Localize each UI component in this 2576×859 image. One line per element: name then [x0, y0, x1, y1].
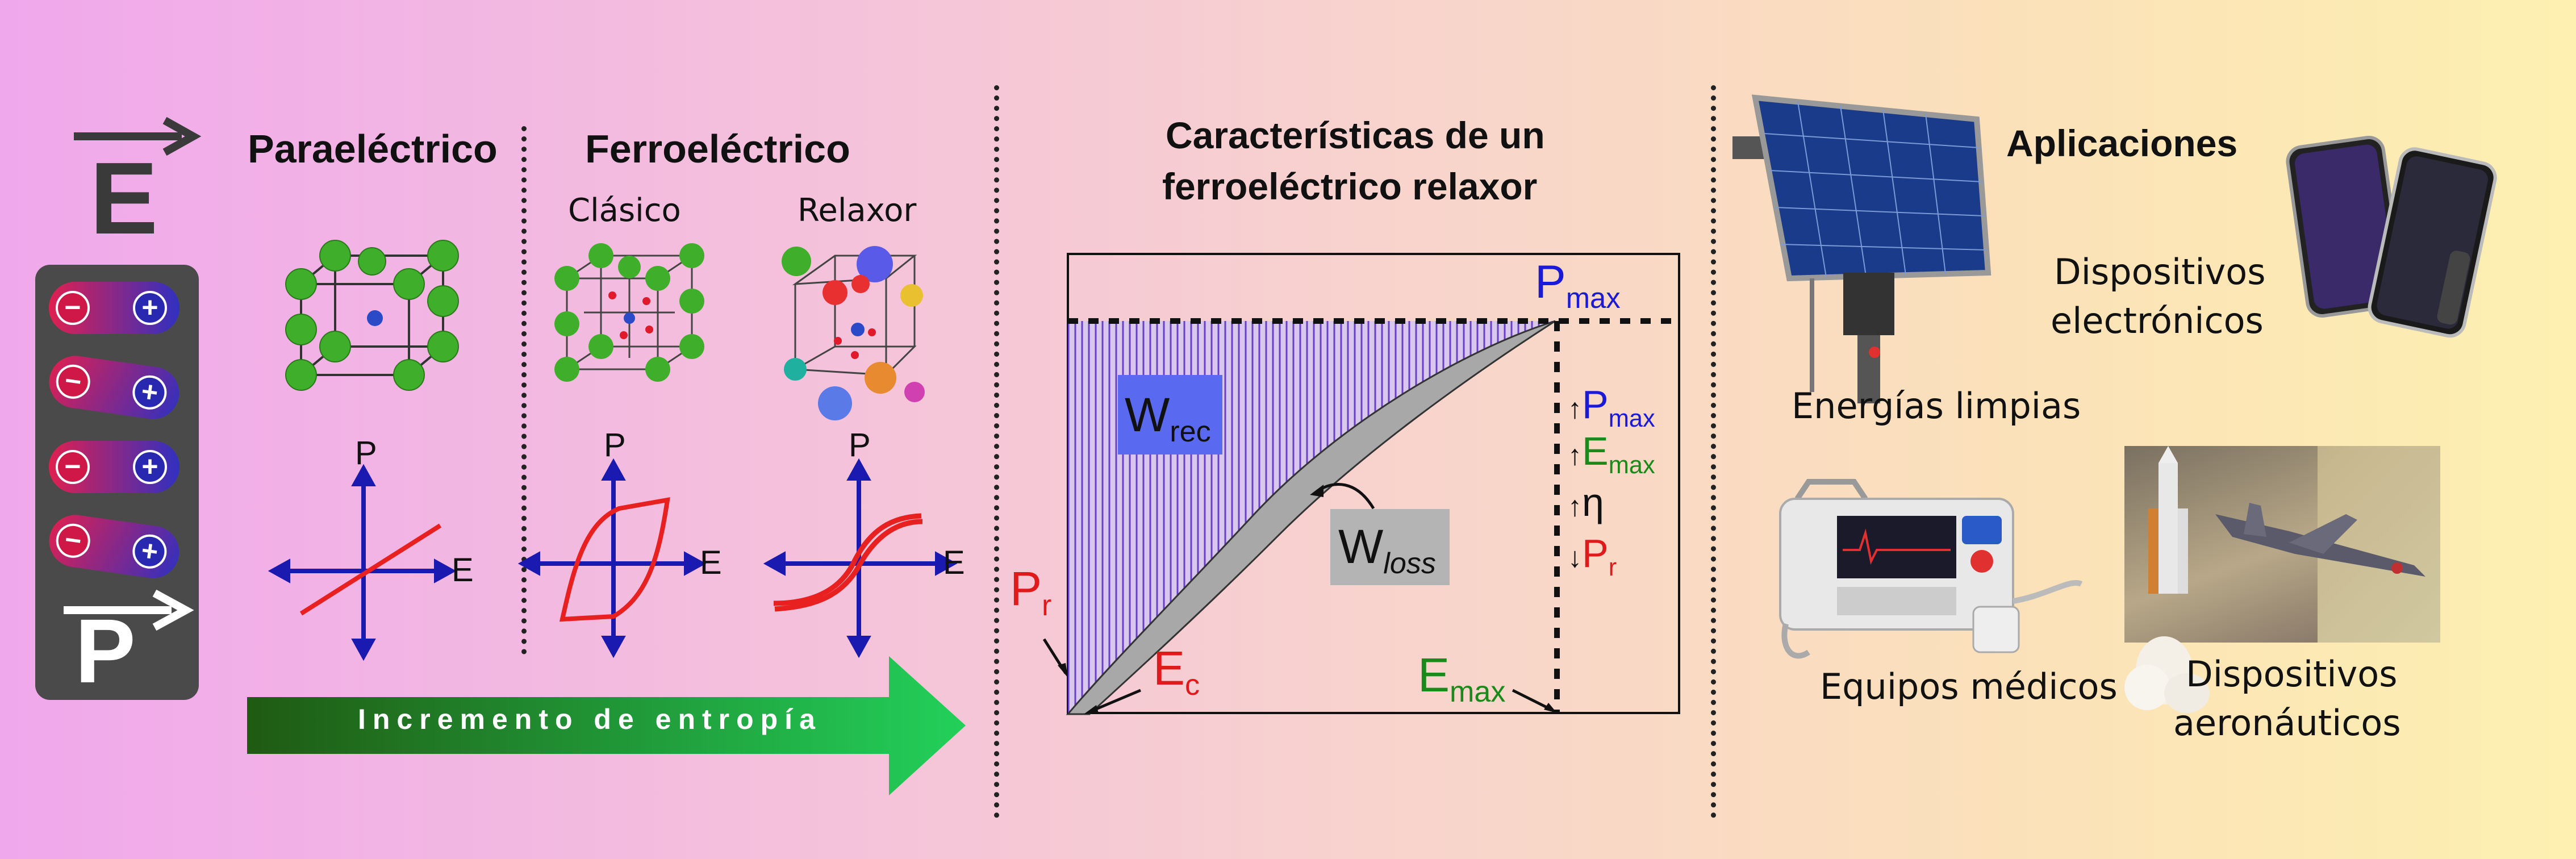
classic-heading: Clásico — [568, 192, 681, 229]
wrec-sub: rec — [1170, 415, 1211, 449]
minus-icon: − — [53, 521, 93, 560]
trend-item: ↓Pr — [1568, 531, 1617, 590]
field-letter: E — [90, 141, 158, 256]
electric-field-symbol: E — [68, 114, 204, 250]
applications-title: Aplicaciones — [2006, 122, 2238, 164]
axis-e-label: E — [700, 544, 722, 581]
trend-main: η — [1582, 480, 1604, 524]
field-arrow-icon — [74, 116, 202, 156]
dipole: − + — [49, 441, 179, 493]
relaxor-loop: P E — [763, 426, 984, 665]
wrec-label: Wrec — [1118, 375, 1222, 454]
axis-p-label: P — [355, 435, 377, 472]
trend-sub: r — [1608, 554, 1617, 582]
trend-item: ↑η — [1568, 479, 1604, 529]
medical-equipment-label: Equipos médicos — [1820, 666, 2118, 707]
ec-sub: c — [1185, 669, 1200, 702]
classic-axes — [517, 458, 707, 658]
trend-main: P — [1582, 531, 1609, 576]
up-arrow-icon: ↑ — [1568, 490, 1582, 522]
pmax-sub: max — [1565, 281, 1621, 314]
minus-icon: − — [56, 291, 90, 325]
dipole: − + — [49, 282, 179, 334]
axis-e-label: E — [943, 544, 965, 581]
up-arrow-icon: ↑ — [1568, 439, 1582, 471]
pr-label: Pr — [1010, 561, 1051, 623]
entropy-label: Incremento de entropía — [358, 703, 822, 735]
phase-divider — [521, 126, 527, 654]
aeronautics-label-1: Dispositivos — [2186, 653, 2398, 695]
rocket-smoke-icon — [2124, 636, 2210, 713]
plus-icon: + — [130, 373, 169, 412]
emax-sub: max — [1450, 675, 1506, 709]
smartphones-icon — [2286, 136, 2497, 338]
emax-label: Emax — [1418, 648, 1505, 709]
axis-p-label: P — [849, 427, 871, 464]
aeronautics-image — [2124, 446, 2440, 643]
trend-sub: max — [1608, 405, 1655, 433]
trend-item: ↑Pmax — [1568, 382, 1655, 441]
electronic-devices-label-2: electrónicos — [2051, 300, 2264, 341]
plus-icon: + — [133, 291, 167, 325]
aeronautics-label-2: aeronáuticos — [2173, 702, 2401, 744]
polarization-letter: P — [75, 600, 136, 702]
axis-e-label: E — [452, 552, 474, 589]
entropy-arrow: Incremento de entropía — [247, 656, 968, 795]
ferroelectric-heading: Ferroeléctrico — [585, 127, 850, 171]
pmax-main: P — [1535, 256, 1566, 308]
clean-energy-label: Energías limpias — [1792, 385, 2081, 427]
minus-icon: − — [56, 450, 90, 484]
wloss-sub: loss — [1383, 547, 1436, 581]
up-arrow-icon: ↑ — [1568, 393, 1582, 424]
minus-icon: − — [53, 362, 93, 401]
center-title-line2: ferroeléctrico relaxor — [1162, 165, 1538, 207]
trend-list: ↑Pmax ↑Emax ↑η ↓Pr — [1568, 382, 1698, 609]
jet-icon — [2215, 503, 2425, 577]
relaxor-axes — [763, 458, 958, 658]
trend-sub: max — [1608, 452, 1655, 479]
ec-label: Ec — [1153, 641, 1200, 702]
plus-icon: + — [130, 532, 169, 571]
entropy-arrow-shape — [247, 656, 966, 795]
paraelectric-crystal-icon — [285, 240, 459, 391]
dipole-list: − + − + − + − + — [35, 282, 199, 582]
dipole: − + — [45, 352, 183, 423]
section-divider-1 — [994, 85, 999, 818]
classic-loop: P E — [517, 426, 727, 665]
polarization-box: − + − + − + − + P — [35, 265, 199, 700]
trend-main: E — [1582, 429, 1609, 473]
rocket-icon — [2148, 446, 2188, 594]
classic-crystal-icon — [554, 243, 704, 382]
solar-panel-icon — [1732, 94, 1992, 403]
down-arrow-icon: ↓ — [1568, 541, 1582, 573]
dipole: − + — [45, 511, 183, 582]
wloss-main: W — [1338, 520, 1384, 573]
polarization-arrow-icon — [64, 589, 194, 631]
medical-equipment-icon — [1779, 479, 2083, 659]
emax-main: E — [1418, 648, 1450, 702]
relaxor-crystal-icon — [782, 246, 925, 420]
paraelectric-loop: P E — [268, 435, 477, 665]
plus-icon: + — [133, 450, 167, 484]
paraelectric-axes — [268, 464, 457, 661]
trend-main: P — [1582, 382, 1609, 427]
wrec-main: W — [1125, 388, 1170, 441]
pmax-label: Pmax — [1535, 256, 1621, 315]
axis-p-label: P — [604, 427, 626, 464]
electronic-devices-label-1: Dispositivos — [2054, 251, 2266, 293]
pr-sub: r — [1042, 589, 1052, 623]
section-divider-2 — [1711, 85, 1716, 818]
pr-main: P — [1010, 562, 1042, 615]
relaxor-heading: Relaxor — [798, 192, 917, 229]
ec-main: E — [1153, 641, 1185, 695]
wloss-label: Wloss — [1330, 509, 1450, 585]
trend-item: ↑Emax — [1568, 428, 1655, 488]
paraelectric-heading: Paraeléctrico — [248, 127, 498, 171]
center-title-line1: Características de un — [1166, 114, 1545, 156]
